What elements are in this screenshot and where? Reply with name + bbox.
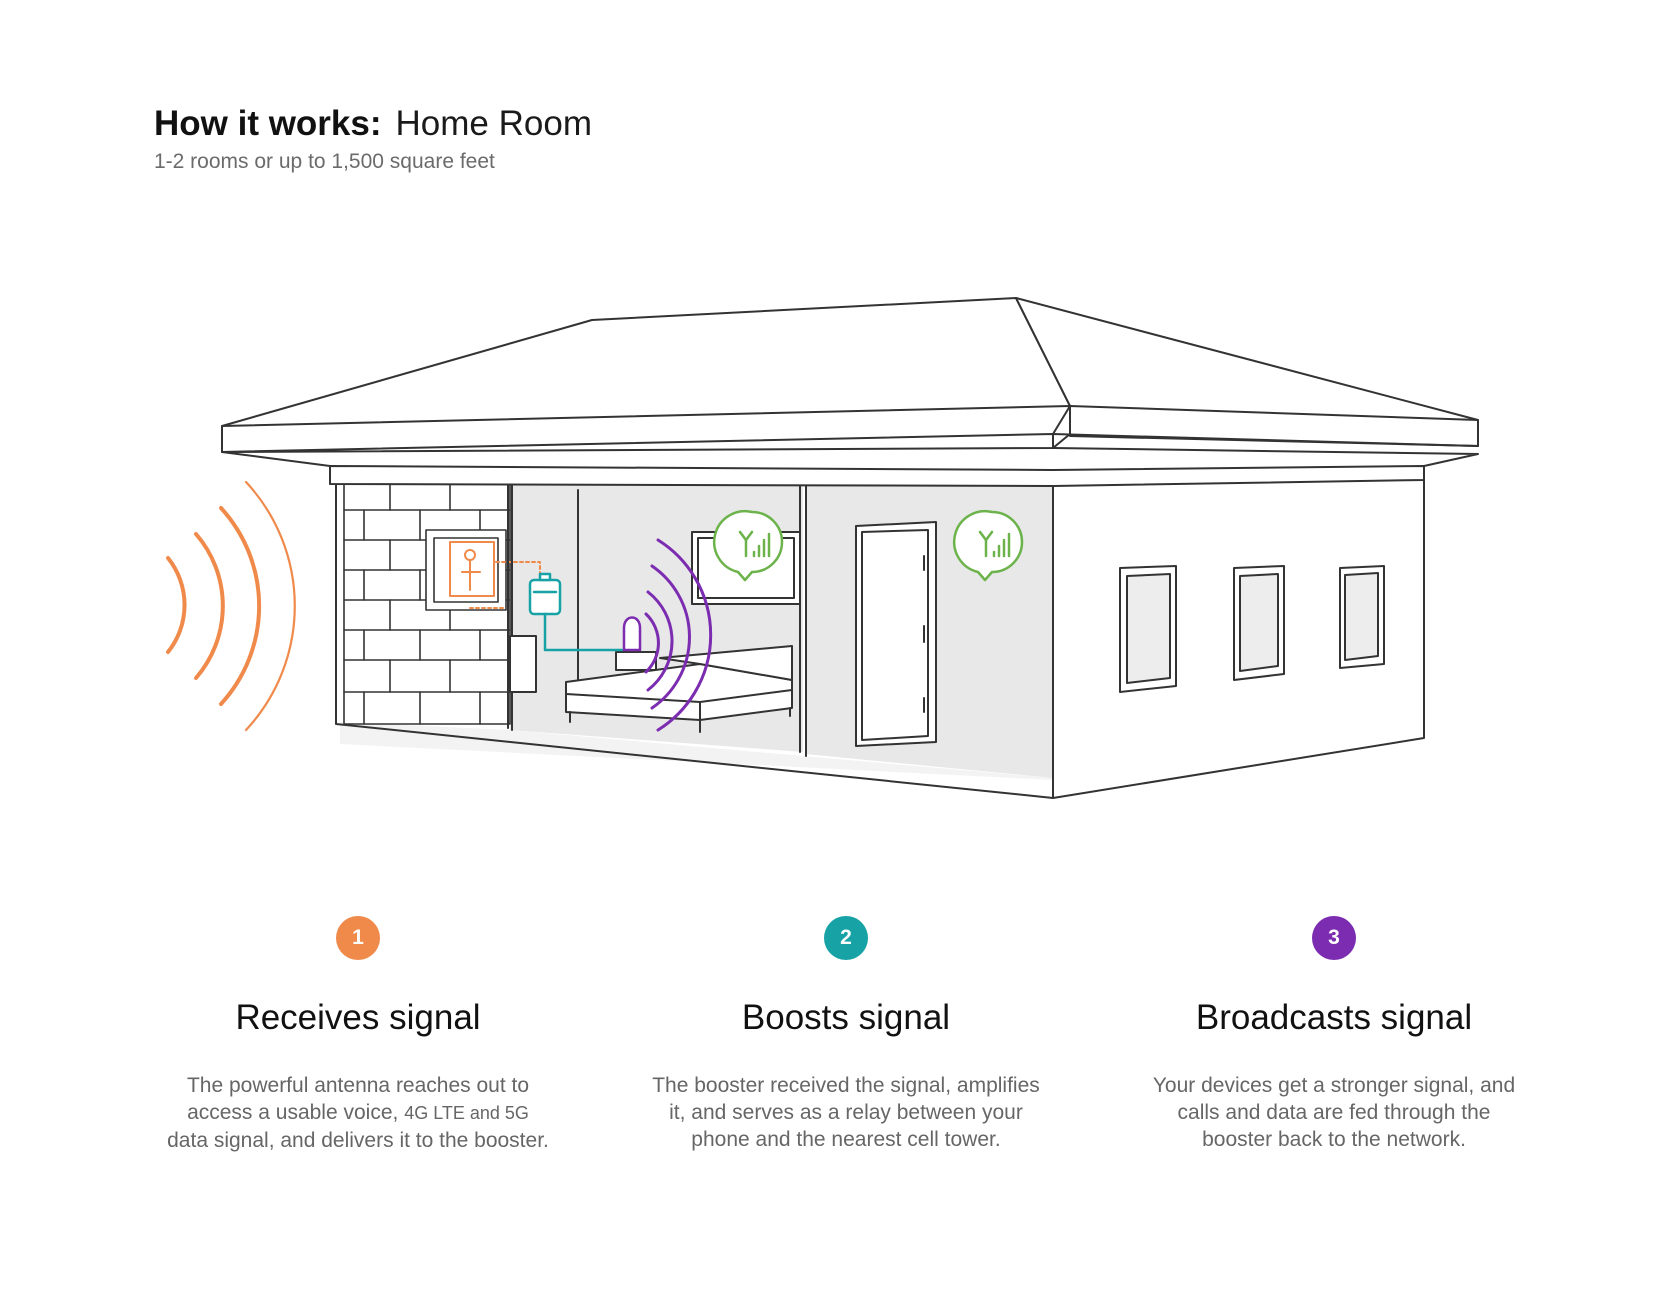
indoor-antenna-icon [622,616,642,652]
page-title: How it works: Home Room [154,104,592,144]
step-line: calls and data are fed through the [1177,1101,1491,1124]
house-walls [335,465,1425,799]
step-number-badge: 1 [336,916,380,960]
step-line: data signal, and delivers it to the boos… [167,1129,549,1152]
step-receives-signal: 1 Receives signal The powerful antenna r… [128,916,588,1154]
step-broadcasts-signal: 3 Broadcasts signal Your devices get a s… [1104,916,1564,1153]
brick-wall [343,483,511,725]
header: How it works: Home Room 1-2 rooms or up … [154,104,592,174]
step-line: access a usable voice, 4G LTE and 5G [128,1099,588,1127]
step-line: The booster received the signal, amplifi… [652,1074,1040,1097]
step-boosts-signal: 2 Boosts signal The booster received the… [616,916,1076,1153]
title-light: Home Room [395,104,592,143]
signal-bars-bubble-icon [712,510,784,582]
indoor-signal-waves-icon [644,538,713,732]
step-line: booster back to the network. [1202,1128,1466,1151]
step-line-start: access a usable voice, [187,1101,399,1124]
house-roof [221,297,1479,487]
step-line: Your devices get a stronger signal, and [1152,1074,1516,1097]
step-number-badge: 3 [1312,916,1356,960]
signal-bars-bubble-icon [952,510,1024,582]
exterior-windows [1119,565,1385,693]
room-partitions [507,475,807,757]
step-line: The powerful antenna reaches out to [186,1074,530,1097]
outdoor-antenna-icon [449,541,541,609]
interior-door [855,521,937,747]
page-subtitle: 1-2 rooms or up to 1,500 square feet [154,150,495,173]
step-line: phone and the nearest cell tower. [691,1128,1001,1151]
step-description: Your devices get a stronger signal, and … [1104,1072,1564,1153]
step-title: Broadcasts signal [1195,998,1473,1037]
step-title: Receives signal [235,998,481,1037]
step-title: Boosts signal [741,998,951,1037]
step-line: it, and serves as a relay between your [669,1101,1023,1124]
title-bold: How it works: [154,104,382,143]
step-description: The booster received the signal, amplifi… [616,1072,1076,1153]
booster-unit-icon [528,572,624,652]
step-number-badge: 2 [824,916,868,960]
network-tech-label: 4G LTE and 5G [404,1103,529,1123]
outdoor-signal-waves-icon [166,480,296,732]
step-description: The powerful antenna reaches out to acce… [128,1072,588,1154]
